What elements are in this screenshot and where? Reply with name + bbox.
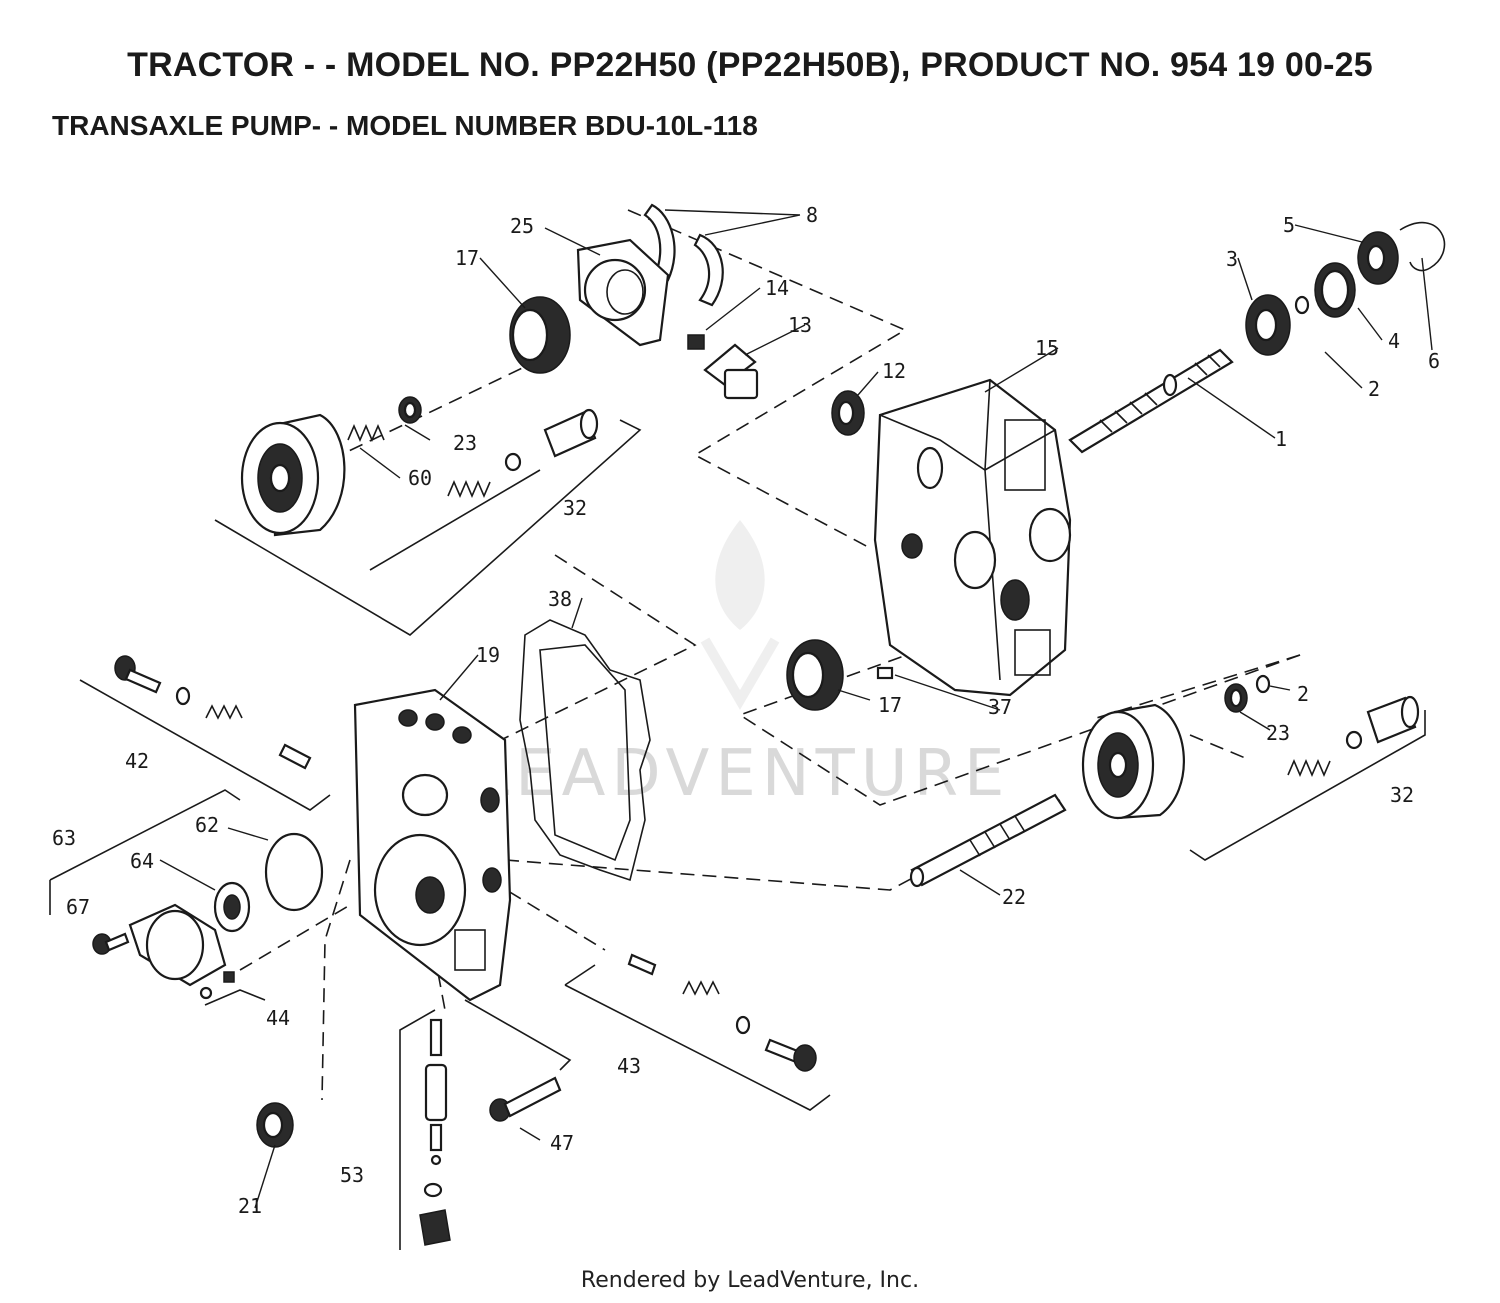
- bracket-lines: [49, 419, 1426, 1250]
- part-3-bearing: [1245, 294, 1291, 356]
- page-title: TRACTOR - - MODEL NO. PP22H50 (PP22H50B)…: [127, 46, 1373, 84]
- part-13-trunnion-arm: [703, 343, 759, 400]
- leader-lines: [159, 209, 1433, 1209]
- callout-67: 67: [66, 895, 90, 919]
- callout-32-bottom: 32: [1390, 783, 1414, 807]
- part-64-filter: [213, 881, 251, 933]
- part-43-relief-valve: [627, 953, 817, 1072]
- part-12-bearing: [831, 390, 865, 436]
- callout-47: 47: [550, 1131, 574, 1155]
- part-2-o-ring-bottom: [1255, 674, 1271, 694]
- part-19-center-section: [353, 688, 512, 1002]
- part-23-washer-top-hole: [403, 401, 417, 419]
- part-25-swashplate: [576, 238, 670, 347]
- part-44-plug: [199, 971, 235, 1000]
- part-2-o-ring-top: [1294, 295, 1310, 315]
- callout-4: 4: [1388, 329, 1400, 353]
- part-6-retaining-ring: [1399, 222, 1446, 272]
- part-63-cover-plate: [128, 903, 227, 987]
- part-53-bypass-valve: [419, 1018, 451, 1246]
- callout-1: 1: [1275, 427, 1287, 451]
- callout-53: 53: [340, 1163, 364, 1187]
- callout-8: 8: [806, 203, 818, 227]
- callout-labels: 1 2 2 3 4 5 6 8 12 13 14 15 17 17 19 21 …: [52, 203, 1440, 1218]
- callout-17-top: 17: [455, 246, 479, 270]
- part-42-relief-valve: [114, 655, 312, 770]
- callout-17-bottom: 17: [878, 693, 902, 717]
- cylinder-block-bottom: [1081, 703, 1185, 820]
- callout-2-bottom: 2: [1297, 682, 1309, 706]
- page-subtitle: TRANSAXLE PUMP- - MODEL NUMBER BDU-10L-1…: [52, 110, 758, 141]
- callout-62: 62: [195, 813, 219, 837]
- part-14-slot-guide: [687, 334, 705, 350]
- part-47-bolt: [489, 1076, 562, 1122]
- callout-38: 38: [548, 587, 572, 611]
- callout-13: 13: [788, 313, 812, 337]
- callout-43: 43: [617, 1054, 641, 1078]
- callout-63: 63: [52, 826, 76, 850]
- part-32-check-valve-bottom: [1287, 695, 1420, 778]
- callout-25: 25: [510, 214, 534, 238]
- callout-3: 3: [1226, 247, 1238, 271]
- callout-5: 5: [1283, 213, 1295, 237]
- callout-19: 19: [476, 643, 500, 667]
- callout-23-bottom: 23: [1266, 721, 1290, 745]
- callout-2-top: 2: [1368, 377, 1380, 401]
- part-32-check-valve-top: [447, 408, 599, 499]
- part-62-o-ring-large: [264, 832, 324, 912]
- callout-60: 60: [408, 466, 432, 490]
- part-15-pump-housing: [873, 378, 1072, 697]
- callout-12: 12: [882, 359, 906, 383]
- callout-32-top: 32: [563, 496, 587, 520]
- callout-15: 15: [1035, 336, 1059, 360]
- callout-22: 22: [1002, 885, 1026, 909]
- part-1-input-shaft: [1068, 348, 1234, 454]
- callout-37: 37: [988, 695, 1012, 719]
- cylinder-block-top: [240, 413, 346, 537]
- callout-44: 44: [266, 1006, 290, 1030]
- watermark-logo: [700, 520, 780, 710]
- part-21-bearing: [256, 1102, 294, 1148]
- part-17-bearing-bottom: [786, 639, 844, 711]
- part-37-pin: [876, 666, 894, 680]
- part-17-bearing-top: [509, 296, 571, 374]
- callout-23-top: 23: [453, 431, 477, 455]
- part-23-washer-bottom: [1224, 683, 1248, 713]
- callout-6: 6: [1428, 349, 1440, 373]
- callout-64: 64: [130, 849, 154, 873]
- part-38-gasket: [519, 619, 651, 882]
- watermark-text: LEADVENTURE: [474, 737, 1011, 811]
- callout-14: 14: [765, 276, 789, 300]
- part-4-washer: [1314, 262, 1356, 318]
- part-60-spring: [347, 423, 385, 443]
- callout-42: 42: [125, 749, 149, 773]
- callout-21: 21: [238, 1194, 262, 1218]
- part-67-bolt: [92, 932, 130, 955]
- footer-credit: Rendered by LeadVenture, Inc.: [580, 1268, 920, 1293]
- part-5-bearing: [1357, 231, 1399, 285]
- part-22-motor-shaft: [909, 793, 1067, 888]
